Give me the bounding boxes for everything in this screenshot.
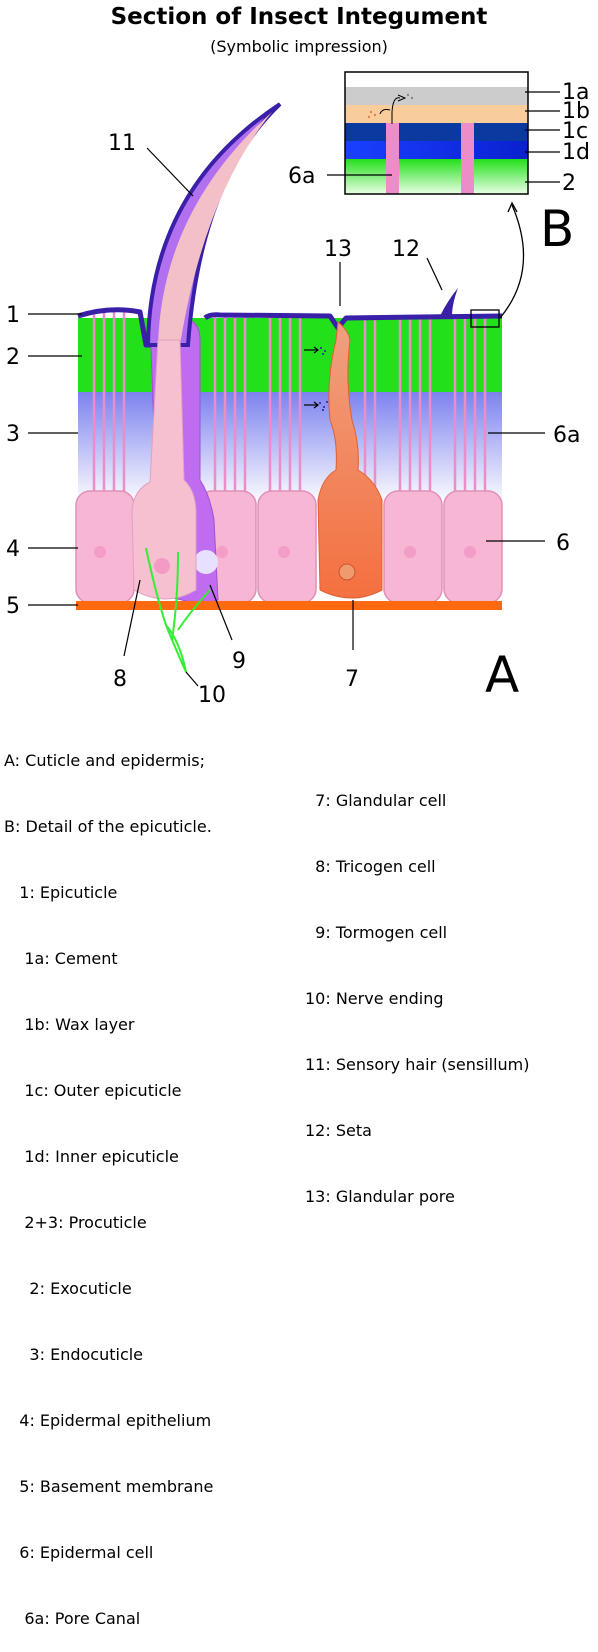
label-6a: 6a xyxy=(553,423,580,448)
tricogen-nucleus xyxy=(154,558,170,574)
panel-label-a: A xyxy=(485,646,519,704)
label-11: 11 xyxy=(108,131,136,156)
label-8: 8 xyxy=(113,667,127,692)
inset-label-1a: 1a xyxy=(562,80,589,105)
legend-item: 6a: Pore Canal xyxy=(4,1609,141,1628)
page-subtitle: (Symbolic impression) xyxy=(210,37,388,56)
label-6: 6 xyxy=(556,531,570,556)
label-12: 12 xyxy=(392,237,420,262)
inset-label-1b: 1b xyxy=(562,99,590,124)
label-13: 13 xyxy=(324,237,352,262)
integument-diagram: 1 2 3 4 5 6a 6 7 8 9 10 11 12 13 1a 1b 1… xyxy=(6,71,590,708)
legend-right: 7: Glandular cell 8: Tricogen cell 9: To… xyxy=(305,746,530,1230)
nerve-ending xyxy=(145,547,211,673)
legend-item: 1d: Inner epicuticle xyxy=(4,1147,179,1166)
tricogen-cell xyxy=(131,339,197,600)
hair-core xyxy=(158,112,272,345)
legend-item: 5: Basement membrane xyxy=(4,1477,214,1496)
leader-lines xyxy=(28,91,560,687)
detail-marker xyxy=(470,309,500,328)
legend-left: A: Cuticle and epidermis; B: Detail of t… xyxy=(4,706,213,1652)
legend-item: 12: Seta xyxy=(305,1121,372,1140)
legend-item: 4: Epidermal epithelium xyxy=(4,1411,212,1430)
legend-item: 6: Epidermal cell xyxy=(4,1543,154,1562)
glandular-nucleus xyxy=(338,563,356,581)
label-1: 1 xyxy=(6,303,20,328)
legend-item: 1b: Wax layer xyxy=(4,1015,135,1034)
page-title: Section of Insect Integument xyxy=(110,4,488,30)
label-10: 10 xyxy=(198,683,226,708)
legend-item: 1: Epicuticle xyxy=(4,883,118,902)
label-9: 9 xyxy=(232,649,246,674)
tormogen-nucleus xyxy=(194,550,218,574)
pore-canals xyxy=(92,312,487,495)
inset-label-1c: 1c xyxy=(562,119,588,144)
legend-item: 1a: Cement xyxy=(4,949,118,968)
secretion-dots xyxy=(319,347,328,411)
legend-item: 8: Tricogen cell xyxy=(305,857,436,876)
legend-item: 2: Exocuticle xyxy=(4,1279,132,1298)
inset-label-6a: 6a xyxy=(288,164,315,189)
label-4: 4 xyxy=(6,537,20,562)
legend-item: 7: Glandular cell xyxy=(305,791,447,810)
secretion-arrows xyxy=(304,346,319,409)
glandular-cell xyxy=(317,321,383,599)
cell-nuclei xyxy=(94,546,476,558)
legend-item: B: Detail of the epicuticle. xyxy=(4,817,212,836)
legend-item: 13: Glandular pore xyxy=(305,1187,455,1206)
basement-membrane xyxy=(76,601,502,610)
legend-item: 10: Nerve ending xyxy=(305,989,444,1008)
legend-item: 2+3: Procuticle xyxy=(4,1213,147,1232)
inset-label-1d: 1d xyxy=(562,140,590,165)
panel-label-b: B xyxy=(540,200,574,258)
seta xyxy=(440,288,458,316)
legend-item: A: Cuticle and epidermis; xyxy=(4,751,206,770)
detail-arrow xyxy=(499,204,525,319)
legend-item: 11: Sensory hair (sensillum) xyxy=(305,1055,530,1074)
legend-item: 9: Tormogen cell xyxy=(305,923,448,942)
label-2: 2 xyxy=(6,345,20,370)
legend-item: 3: Endocuticle xyxy=(4,1345,144,1364)
label-3: 3 xyxy=(6,422,20,447)
inset-label-2: 2 xyxy=(562,171,576,196)
epicuticle-inset xyxy=(344,71,529,195)
label-5: 5 xyxy=(6,594,20,619)
label-7: 7 xyxy=(345,667,359,692)
legend-item: 1c: Outer epicuticle xyxy=(4,1081,182,1100)
epicuticle xyxy=(77,307,503,348)
